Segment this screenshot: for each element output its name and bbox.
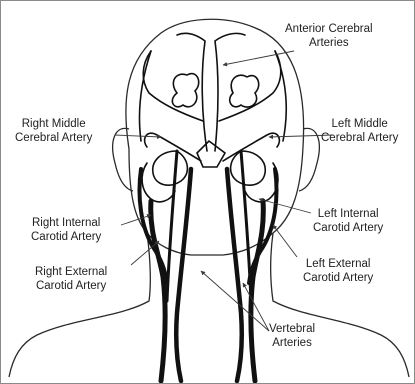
neck-arteries bbox=[140, 151, 277, 381]
label-line: Cerebral Artery bbox=[321, 131, 398, 145]
label-line: Anterior Cerebral bbox=[285, 22, 373, 36]
right-vertebral-outer bbox=[167, 151, 177, 301]
label-line: Carotid Artery bbox=[31, 230, 101, 244]
left-basal-loop bbox=[231, 151, 266, 185]
label-line: Right Middle bbox=[15, 117, 92, 131]
label-line: Cerebral Artery bbox=[15, 131, 92, 145]
leader-right-middle-cerebral bbox=[115, 135, 161, 137]
leader-right-internal-carotid bbox=[121, 215, 151, 225]
leader-left-internal-carotid bbox=[259, 199, 311, 213]
label-line: Left Middle bbox=[321, 117, 398, 131]
leader-vertebral-right bbox=[201, 271, 269, 331]
right-vertebral bbox=[176, 169, 191, 381]
label-line: Carotid Artery bbox=[35, 279, 107, 293]
left-vertebral bbox=[227, 169, 242, 381]
left-vertebral-outer bbox=[241, 151, 251, 301]
circle-of-willis bbox=[197, 141, 225, 167]
left-internal-carotid bbox=[251, 201, 263, 381]
body-outline bbox=[9, 19, 409, 377]
cerebral-vessels bbox=[139, 33, 286, 201]
label-vertebral-arteries: Vertebral Arteries bbox=[269, 322, 315, 350]
right-internal-carotid bbox=[151, 201, 165, 381]
label-line: Carotid Artery bbox=[303, 271, 373, 285]
label-line: Arteries bbox=[285, 36, 373, 50]
label-left-internal-carotid-artery: Left Internal Carotid Artery bbox=[313, 207, 383, 235]
neck-outline-left bbox=[271, 233, 409, 377]
left-convolution bbox=[230, 75, 259, 107]
label-line: Left External bbox=[303, 257, 373, 271]
label-anterior-cerebral-arteries: Anterior Cerebral Arteries bbox=[285, 22, 373, 50]
right-convolution bbox=[172, 74, 198, 107]
label-line: Carotid Artery bbox=[313, 221, 383, 235]
label-left-middle-cerebral-artery: Left Middle Cerebral Artery bbox=[321, 117, 398, 145]
label-line: Vertebral bbox=[269, 322, 315, 336]
left-cerebellar-loop bbox=[245, 163, 278, 202]
label-right-middle-cerebral-artery: Right Middle Cerebral Artery bbox=[15, 117, 92, 145]
label-line: Right External bbox=[35, 265, 107, 279]
leader-left-external-carotid bbox=[273, 225, 297, 257]
right-middle-cerebral bbox=[145, 133, 201, 161]
label-line: Left Internal bbox=[313, 207, 383, 221]
neck-outline-right bbox=[9, 233, 150, 377]
label-line: Arteries bbox=[269, 336, 315, 350]
right-basal-loop bbox=[153, 151, 188, 185]
anterior-cerebral-left bbox=[215, 33, 245, 151]
label-right-external-carotid-artery: Right External Carotid Artery bbox=[35, 265, 107, 293]
anterior-cerebral-right bbox=[177, 33, 207, 151]
leader-anterior-cerebral bbox=[223, 51, 294, 65]
label-right-internal-carotid-artery: Right Internal Carotid Artery bbox=[31, 216, 101, 244]
label-left-external-carotid-artery: Left External Carotid Artery bbox=[303, 257, 373, 285]
leader-vertebral-left bbox=[243, 283, 269, 331]
label-line: Right Internal bbox=[31, 216, 101, 230]
left-lateral-branch bbox=[219, 51, 281, 121]
